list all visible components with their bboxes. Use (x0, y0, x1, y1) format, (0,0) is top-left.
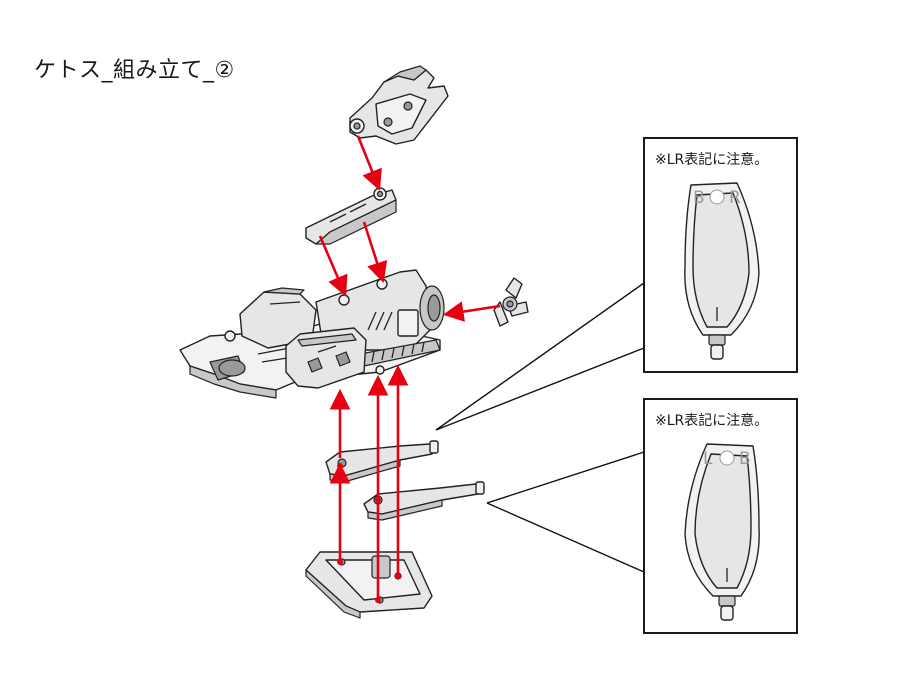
fin-part-upper (325, 440, 439, 483)
callout-box-lower: ※LR表記に注意。 L B (643, 398, 798, 634)
callout-note-upper: ※LR表記に注意。 (655, 152, 769, 168)
fin-detail-lower: L B (684, 443, 760, 621)
propeller-part (493, 277, 529, 327)
assembly-arrows (318, 135, 501, 603)
letter-upper-left: B (693, 188, 705, 208)
arrow-propeller-to-body (442, 301, 501, 322)
tray-part (305, 551, 433, 619)
bar-part (305, 187, 397, 245)
fin-part-lower (363, 481, 485, 521)
letter-upper-right: R (729, 188, 741, 208)
leader-line-upper-b (435, 347, 645, 431)
claw-hole-2 (403, 101, 413, 111)
leader-lines (435, 282, 645, 573)
leader-line-upper-a (435, 282, 645, 431)
claw-hole-1 (383, 117, 393, 127)
arrow-bar-to-body-a (318, 235, 348, 297)
leader-line-lower-b (486, 502, 645, 573)
main-body (179, 269, 445, 399)
leader-line-lower-a (486, 451, 645, 504)
letter-lower-left: L (703, 449, 713, 469)
letter-lower-right: B (739, 449, 751, 469)
fin-detail-upper: B R (684, 182, 760, 360)
page-title: ケトス_組み立て_② (34, 58, 235, 83)
callout-note-lower: ※LR表記に注意。 (655, 413, 769, 429)
arrow-bar-to-body-b (362, 221, 388, 283)
claw-part (349, 65, 449, 145)
callout-box-upper: ※LR表記に注意。 B R (643, 137, 798, 373)
arrow-claw-to-bar (356, 135, 382, 191)
